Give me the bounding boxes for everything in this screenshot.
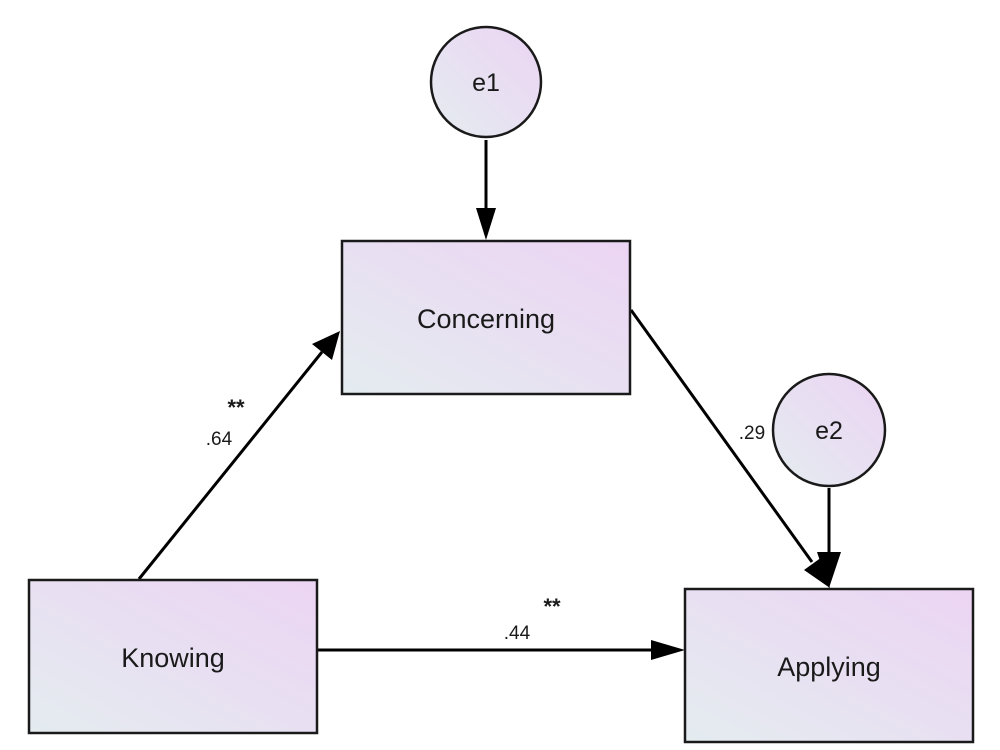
coef-knowing-concerning-value: .64 <box>206 429 233 450</box>
node-applying-label: Applying <box>777 652 881 682</box>
arrowhead-knowing-applying <box>651 640 685 660</box>
node-knowing-label: Knowing <box>121 643 225 673</box>
arrowhead-e1-concerning <box>476 208 496 240</box>
node-applying: Applying <box>683 587 975 744</box>
error-e2: e2 <box>771 372 887 488</box>
coef-concerning-applying-value: .29 <box>739 423 765 444</box>
coef-knowing-concerning-significance: ** <box>227 395 245 420</box>
path-concerning-applying <box>629 309 814 563</box>
coef-knowing-applying-significance: ** <box>543 594 561 619</box>
arrowhead-knowing-concerning <box>312 331 340 360</box>
node-concerning-label: Concerning <box>417 304 555 334</box>
node-knowing: Knowing <box>27 578 319 735</box>
error-e2-label: e2 <box>815 417 843 445</box>
error-e1-label: e1 <box>472 69 500 97</box>
arrowhead-e2-applying <box>817 552 841 588</box>
node-concerning: Concerning <box>340 239 632 396</box>
path-knowing-concerning <box>137 351 324 580</box>
error-e1: e1 <box>429 25 543 139</box>
coef-knowing-applying-value: .44 <box>504 623 531 644</box>
